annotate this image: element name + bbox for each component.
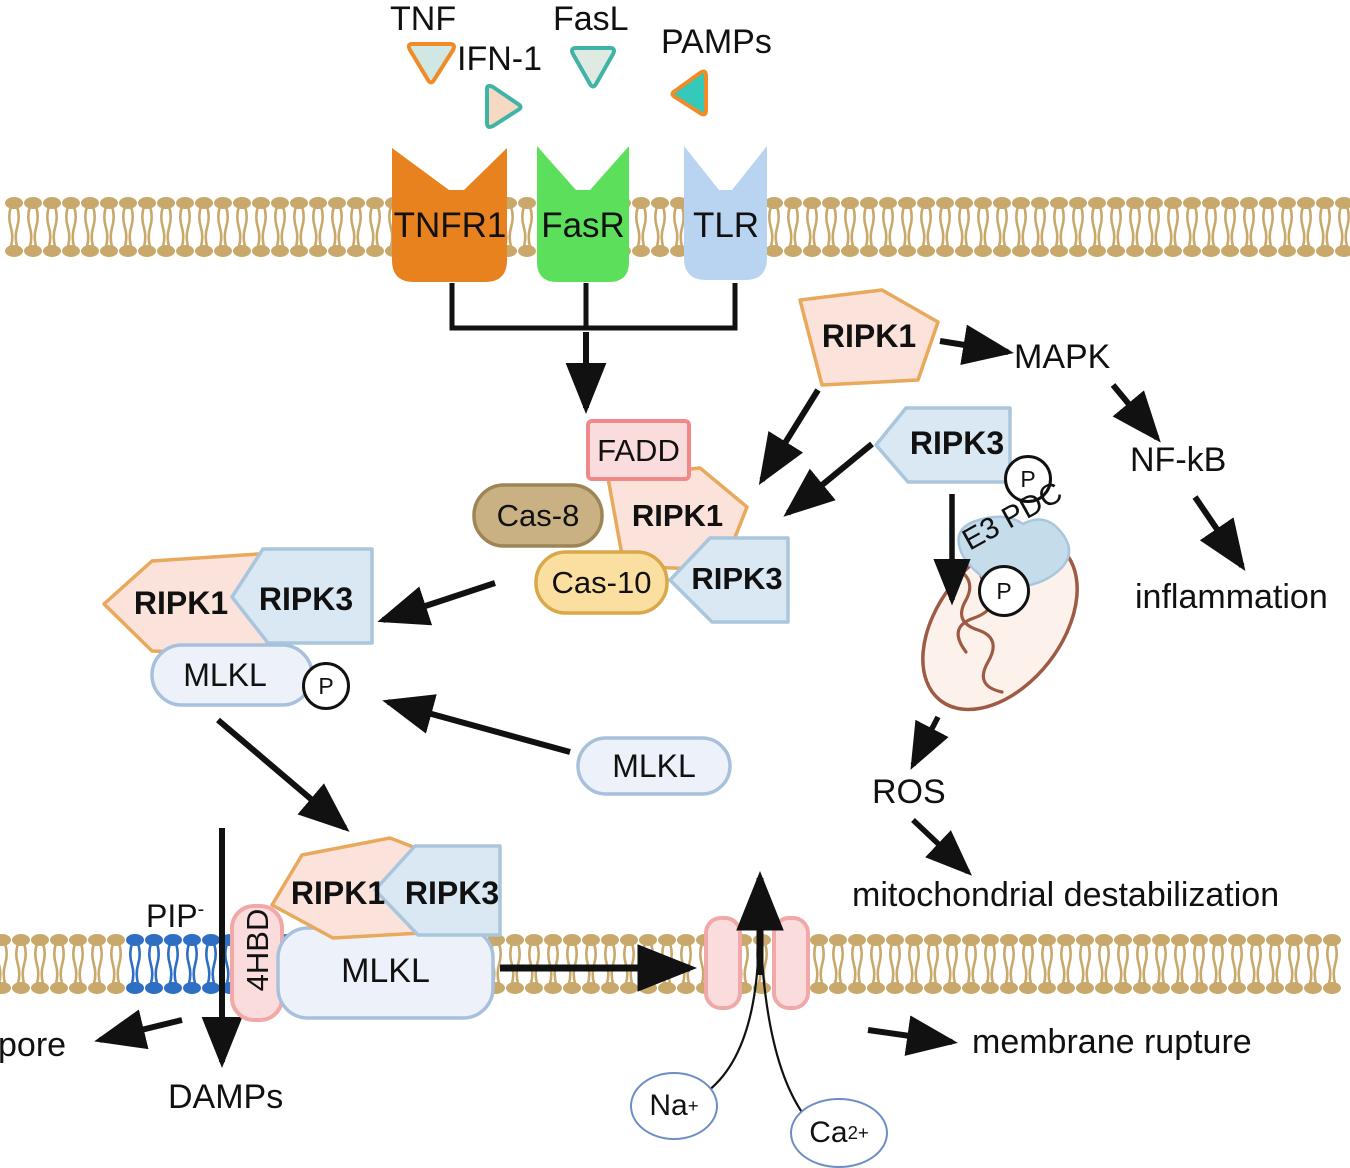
arrow-ros-to-mito-destab xyxy=(913,820,968,872)
necrosome-label-ripk1: RIPK1 xyxy=(118,582,244,624)
ion-channel-left xyxy=(706,918,740,1008)
ion-sodium-charge: + xyxy=(688,1095,699,1117)
disc-label-cas8: Cas-8 xyxy=(474,485,602,546)
membrane-label-ripk3: RIPK3 xyxy=(392,872,512,914)
outcome-mito-destabilization: mitochondrial destabilization xyxy=(852,878,1279,912)
ion-calcium-charge: 2+ xyxy=(848,1122,869,1144)
outcome-nfkb: NF-kB xyxy=(1130,443,1226,477)
ligand-fasl-triangle xyxy=(572,48,614,87)
arrow-membrane-rupture xyxy=(868,1030,952,1042)
ion-sodium: Na+ xyxy=(630,1072,718,1140)
arrow-necrosome-to-membrane xyxy=(218,720,345,828)
free-ripk1-label: RIPK1 xyxy=(806,315,932,357)
necrosome-label-ripk3: RIPK3 xyxy=(243,578,369,620)
receptor-label-tlr: TLR xyxy=(683,205,769,245)
ion-channel-right xyxy=(774,918,808,1008)
arrow-mlkl-to-necrosome xyxy=(388,702,570,752)
free-mlkl-label: MLKL xyxy=(578,738,730,794)
disc-label-cas10: Cas-10 xyxy=(536,552,667,613)
phospho-mark-e3pdc: P xyxy=(978,565,1030,617)
ligand-ifn1-triangle xyxy=(487,86,521,127)
receptor-bracket xyxy=(452,283,735,328)
pip-label: PIP- xyxy=(146,900,204,932)
ligand-label-ifn1: IFN-1 xyxy=(457,42,542,76)
outcome-mapk: MAPK xyxy=(1014,340,1110,374)
outcome-membrane-rupture: membrane rupture xyxy=(972,1025,1252,1059)
ion-calcium-symbol: Ca xyxy=(809,1116,847,1150)
receptor-label-tnfr1: TNFR1 xyxy=(392,205,508,245)
necrosome-label-mlkl: MLKL xyxy=(160,652,290,698)
arrow-mitochondrion-to-ros xyxy=(913,717,938,765)
mlkl-4hbd-label: 4HBD xyxy=(237,895,277,1005)
arrow-nfkb-to-inflammation xyxy=(1195,497,1242,566)
membrane-label-mlkl: MLKL xyxy=(278,948,493,994)
arrow-ripk1-to-disc xyxy=(762,390,818,480)
receptor-label-fasr: FasR xyxy=(535,205,631,245)
outcome-inflammation: inflammation xyxy=(1135,580,1328,614)
pip-charge: - xyxy=(198,898,205,920)
free-ripk3-label: RIPK3 xyxy=(898,422,1016,464)
arrow-ripk1-to-mapk xyxy=(940,341,1008,352)
outcome-pore: pore xyxy=(0,1028,66,1062)
ion-sodium-symbol: Na xyxy=(649,1089,687,1123)
disc-label-fadd: FADD xyxy=(588,421,689,479)
ligand-label-fasl: FasL xyxy=(553,2,629,36)
arrow-disc-to-necrosome xyxy=(383,583,495,620)
phospho-mark-mlkl: P xyxy=(302,662,350,710)
disc-label-ripk3: RIPK3 xyxy=(678,558,796,598)
membrane-label-ripk1: RIPK1 xyxy=(275,872,401,914)
ligand-tnf-triangle xyxy=(409,44,454,83)
outcome-ros: ROS xyxy=(872,775,946,809)
disc-label-ripk1: RIPK1 xyxy=(615,495,740,535)
ligand-label-pamps: PAMPs xyxy=(661,25,772,59)
ligand-label-tnf: TNF xyxy=(390,2,456,36)
arrow-mapk-to-nfkb xyxy=(1113,385,1157,438)
pip-text: PIP xyxy=(146,898,198,934)
arrow-ripk3-to-disc xyxy=(788,444,872,513)
bottom-plasma-membrane xyxy=(0,935,1341,994)
outcome-damps: DAMPs xyxy=(168,1080,283,1114)
ligand-pamps-triangle xyxy=(673,72,707,115)
arrow-pore xyxy=(100,1020,182,1040)
top-plasma-membrane xyxy=(6,198,1350,257)
